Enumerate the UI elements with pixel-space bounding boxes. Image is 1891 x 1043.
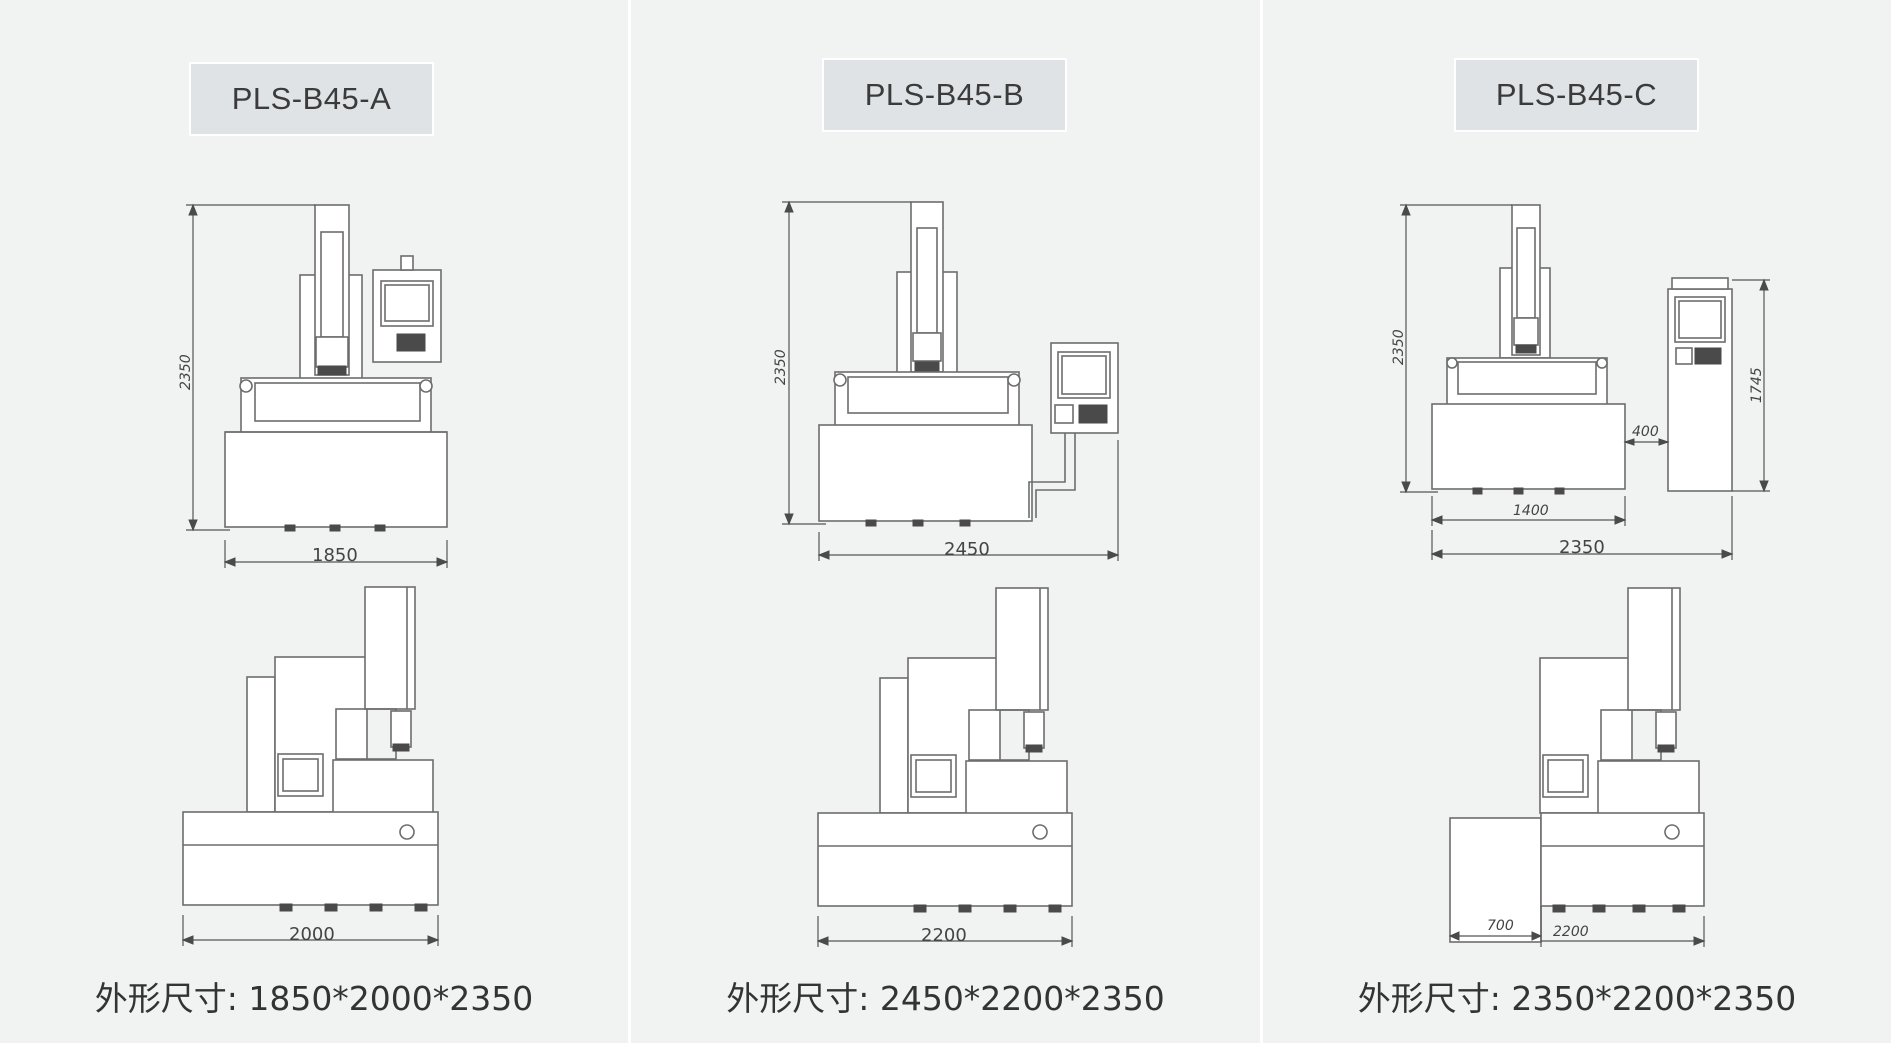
drawing-model-c: 2350 1745 400 1400 2350 [1391,203,1770,947]
panel-divider [1260,0,1263,1043]
side-view [181,586,440,946]
dimensions-caption: 外形尺寸: 2350*2200*2350 [1357,979,1797,1018]
gap-dimension: 400 [1632,424,1659,440]
panel-divider [628,0,631,1043]
side-width-dimension: 2000 [289,924,335,945]
front-view [1400,203,1770,560]
front-width-dimension: 1850 [312,545,358,566]
model-title: PLS-B45-B [822,58,1067,132]
front-view [186,203,449,568]
dimensions-caption: 外形尺寸: 2450*2200*2350 [726,979,1165,1018]
model-title: PLS-B45-C [1454,58,1699,132]
drawing-model-a: 2350 1850 [178,203,449,946]
height-dimension: 2350 [773,349,789,385]
front-view [782,200,1120,561]
front-width-dimension: 2450 [944,539,990,560]
machine-width-dimension: 1400 [1513,503,1549,519]
dimensions-caption: 外形尺寸: 1850*2000*2350 [94,979,534,1018]
panel-model-a: PLS-B45-A [0,0,628,1043]
panel-model-b: PLS-B45-B [631,0,1260,1043]
side-width-dimension: 2200 [1553,924,1589,940]
height-dimension: 2350 [1391,329,1407,365]
panel-model-c: PLS-B45-C [1263,0,1891,1043]
height-dimension: 2350 [178,354,194,390]
front-width-dimension: 2350 [1559,537,1605,558]
cabinet-height-dimension: 1745 [1749,367,1765,403]
drawing-model-b: 2350 2450 [773,200,1120,947]
side-width-dimension: 2200 [921,925,967,946]
side-extension-dimension: 700 [1487,918,1514,934]
side-view [1448,587,1706,947]
side-view [816,587,1074,947]
model-title: PLS-B45-A [189,62,434,136]
